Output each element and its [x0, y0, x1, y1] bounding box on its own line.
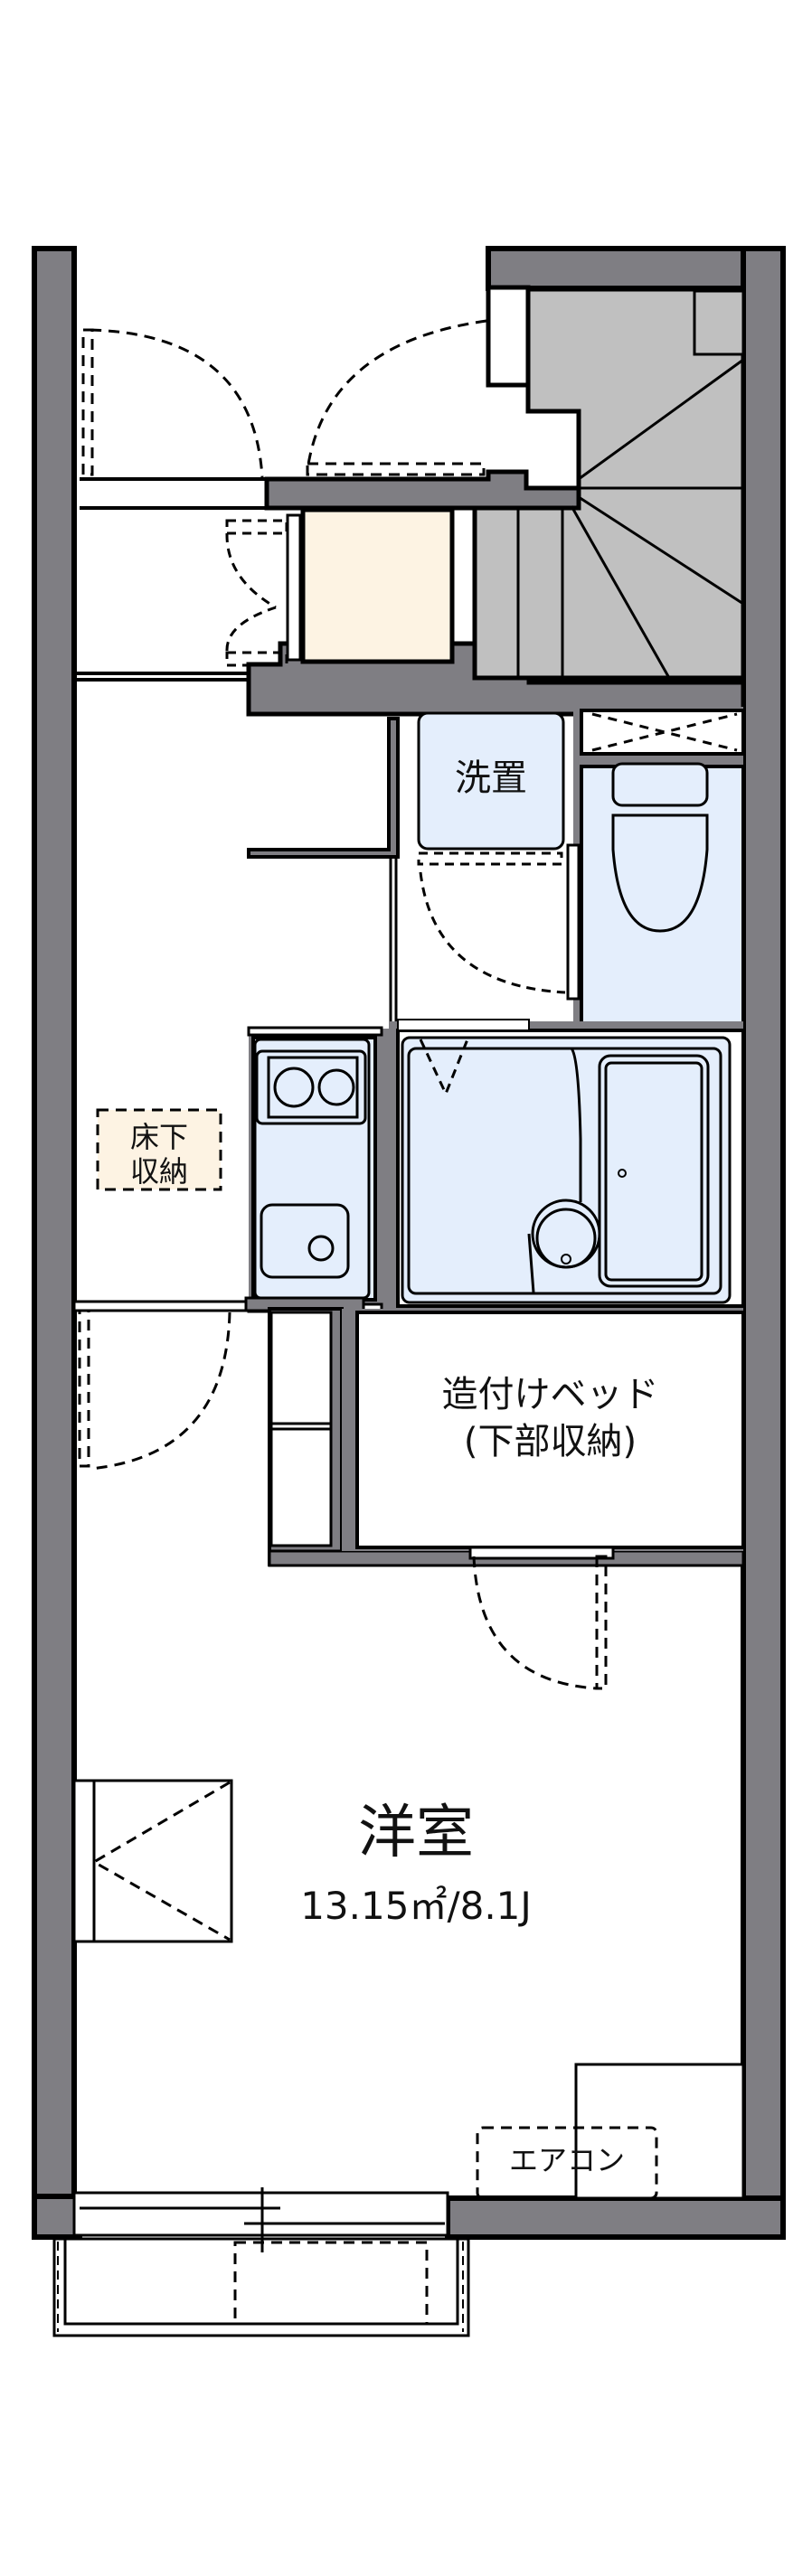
bedroom-door-threshold	[72, 1300, 248, 1312]
aircon-outline	[476, 2126, 658, 2200]
western-room-area: 13.15㎡/8.1J	[300, 1884, 532, 1928]
underfloor-storage	[96, 1108, 222, 1191]
toilet-room	[566, 707, 745, 1037]
entry-threshold	[74, 477, 267, 682]
shoe-closet-door-frame	[286, 513, 302, 662]
built-in-bed	[342, 1309, 745, 1551]
balcony	[52, 2237, 470, 2337]
entry-inner-wall	[264, 469, 581, 511]
closet-door-swing-icon	[225, 519, 288, 667]
storage-shelf	[268, 1307, 745, 1567]
aircon-column	[574, 2063, 745, 2200]
entry-column	[486, 285, 531, 388]
underfloor-storage-label-line1: 床下	[129, 1120, 188, 1154]
washroom-door-swing-icon	[417, 851, 566, 994]
built-in-bed-label-line1: 造付けベッド	[441, 1374, 659, 1415]
entry-door-swing-icon	[81, 319, 487, 478]
window-box	[72, 1779, 233, 1943]
balcony-window	[72, 2187, 449, 2252]
washer-label: 洗置	[455, 757, 527, 799]
bedroom-entry-door-swing-icon	[78, 1309, 231, 1471]
kitchen	[247, 1026, 404, 1313]
aircon-label: エアコン	[508, 2143, 625, 2177]
hall-partition	[247, 717, 400, 859]
bathroom	[389, 1019, 745, 1315]
built-in-bed-label-line2: (下部収納)	[463, 1421, 637, 1462]
staircase	[472, 287, 746, 681]
sink-icon	[260, 1203, 350, 1279]
bedroom-door-opening	[468, 1546, 615, 1560]
bedroom-door-swing-icon	[472, 1555, 608, 1690]
bath-door-swing-icon	[419, 1039, 469, 1097]
washer-space	[417, 711, 565, 851]
exterior-walls	[32, 246, 786, 2240]
toilet-icon	[611, 813, 709, 933]
western-room-label: 洋室	[358, 1800, 474, 1866]
underfloor-storage-label-line2: 収納	[129, 1154, 188, 1189]
shoe-closet	[300, 507, 455, 664]
